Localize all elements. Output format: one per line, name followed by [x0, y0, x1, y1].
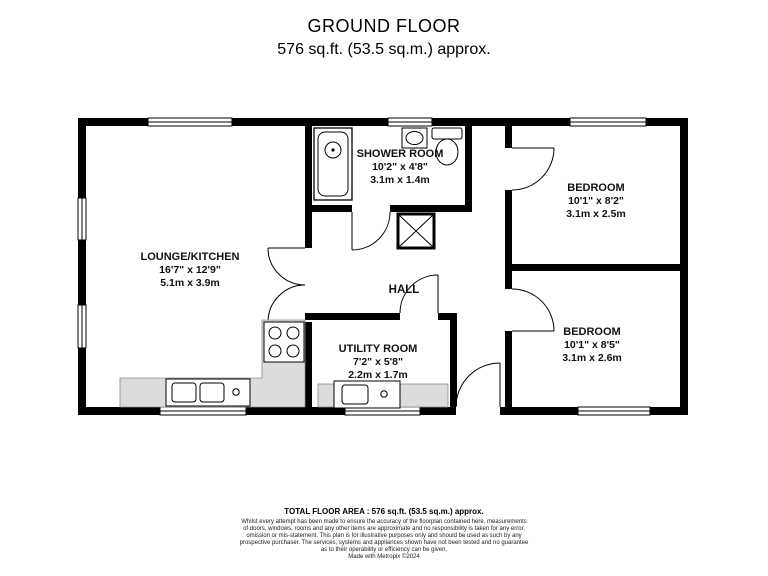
- storage-cupboard: [396, 212, 436, 250]
- window-lounge-left-upper: [77, 197, 87, 241]
- plan-header: GROUND FLOOR 576 sq.ft. (53.5 sq.m.) app…: [0, 16, 768, 59]
- plan-footer: TOTAL FLOOR AREA : 576 sq.ft. (53.5 sq.m…: [0, 507, 768, 561]
- label-utility-name: UTILITY ROOM: [339, 343, 418, 355]
- wall-bedroom1-left-upper: [505, 118, 512, 148]
- wall-between-bedrooms: [505, 264, 688, 271]
- hob-icon: [263, 321, 305, 363]
- wall-lounge-upper: [305, 118, 312, 248]
- disclaimer-line-2: of doors, windows, rooms and any other i…: [243, 526, 525, 532]
- kitchen-sink-icon: [165, 378, 251, 407]
- label-bedroom2-metric: 3.1m x 2.6m: [562, 352, 622, 364]
- toilet-icon: [431, 127, 463, 166]
- wall-utility-top-right: [438, 313, 457, 320]
- door-front-entrance: [455, 362, 501, 408]
- window-lounge-left-lower: [77, 304, 87, 349]
- label-utility-imperial: 7'2" x 5'8": [353, 356, 403, 368]
- wall-left: [78, 118, 86, 415]
- door-lounge-double: [267, 247, 306, 323]
- label-lounge-name: LOUNGE/KITCHEN: [141, 251, 240, 263]
- wall-lounge-lower: [305, 322, 312, 415]
- wall-utility-top-left: [305, 313, 400, 320]
- label-utility-metric: 2.2m x 1.7m: [348, 369, 408, 381]
- windows: [77, 117, 651, 416]
- disclaimer-line-1: Whilst every attempt has been made to en…: [241, 519, 527, 525]
- wall-bedroom2-left-lower: [505, 331, 512, 415]
- label-bedroom2-imperial: 10'1" x 8'5": [564, 339, 620, 351]
- label-lounge-metric: 5.1m x 3.9m: [160, 277, 220, 289]
- door-bedroom2: [511, 288, 555, 332]
- label-shower-metric: 3.1m x 1.4m: [370, 174, 430, 186]
- shower-icon: [313, 127, 353, 201]
- door-utility-room: [399, 274, 439, 314]
- window-lounge-bottom: [159, 406, 247, 416]
- wall-shower-bottom-left: [305, 205, 352, 212]
- label-lounge-imperial: 16'7" x 12'9": [159, 264, 221, 276]
- wall-shower-right: [465, 118, 472, 212]
- label-bedroom1-metric: 3.1m x 2.5m: [566, 208, 626, 220]
- wall-shower-bottom-right: [390, 205, 472, 212]
- label-hall-name: HALL: [389, 284, 420, 296]
- window-bedroom2-bottom: [577, 406, 651, 416]
- wall-utility-right: [450, 313, 457, 415]
- window-lounge-top: [147, 117, 233, 127]
- total-floor-area: TOTAL FLOOR AREA : 576 sq.ft. (53.5 sq.m…: [284, 507, 484, 516]
- label-shower-imperial: 10'2" x 4'8": [372, 161, 428, 173]
- page-subtitle: 576 sq.ft. (53.5 sq.m.) approx.: [277, 41, 491, 58]
- window-shower-top: [387, 117, 433, 127]
- wall-bedroom1-left-lower: [505, 190, 512, 271]
- label-bedroom2-name: BEDROOM: [563, 326, 620, 338]
- door-bedroom1: [511, 147, 555, 191]
- metropix-credit: Made with Metropix ©2024: [348, 554, 420, 560]
- door-shower-room: [351, 211, 391, 251]
- label-bedroom1-name: BEDROOM: [567, 182, 624, 194]
- wall-top: [78, 118, 688, 126]
- disclaimer-line-4: prospective purchaser. The services, sys…: [239, 540, 529, 546]
- disclaimer-line-5: as to their operability or efficiency ca…: [320, 547, 448, 553]
- window-bedroom1-top: [569, 117, 647, 127]
- room-labels: LOUNGE/KITCHEN 16'7" x 12'9" 5.1m x 3.9m…: [141, 148, 626, 381]
- front-door-opening: [456, 406, 500, 416]
- utility-sink-icon: [333, 380, 401, 409]
- label-shower-name: SHOWER ROOM: [357, 148, 444, 160]
- page-title: GROUND FLOOR: [307, 16, 461, 36]
- wall-bedroom2-left-upper: [505, 271, 512, 289]
- doors: [267, 147, 555, 408]
- label-bedroom1-imperial: 10'1" x 8'2": [568, 195, 624, 207]
- basin-icon: [401, 127, 428, 149]
- disclaimer-line-3: omission or mis-statement. This plan is …: [246, 533, 522, 539]
